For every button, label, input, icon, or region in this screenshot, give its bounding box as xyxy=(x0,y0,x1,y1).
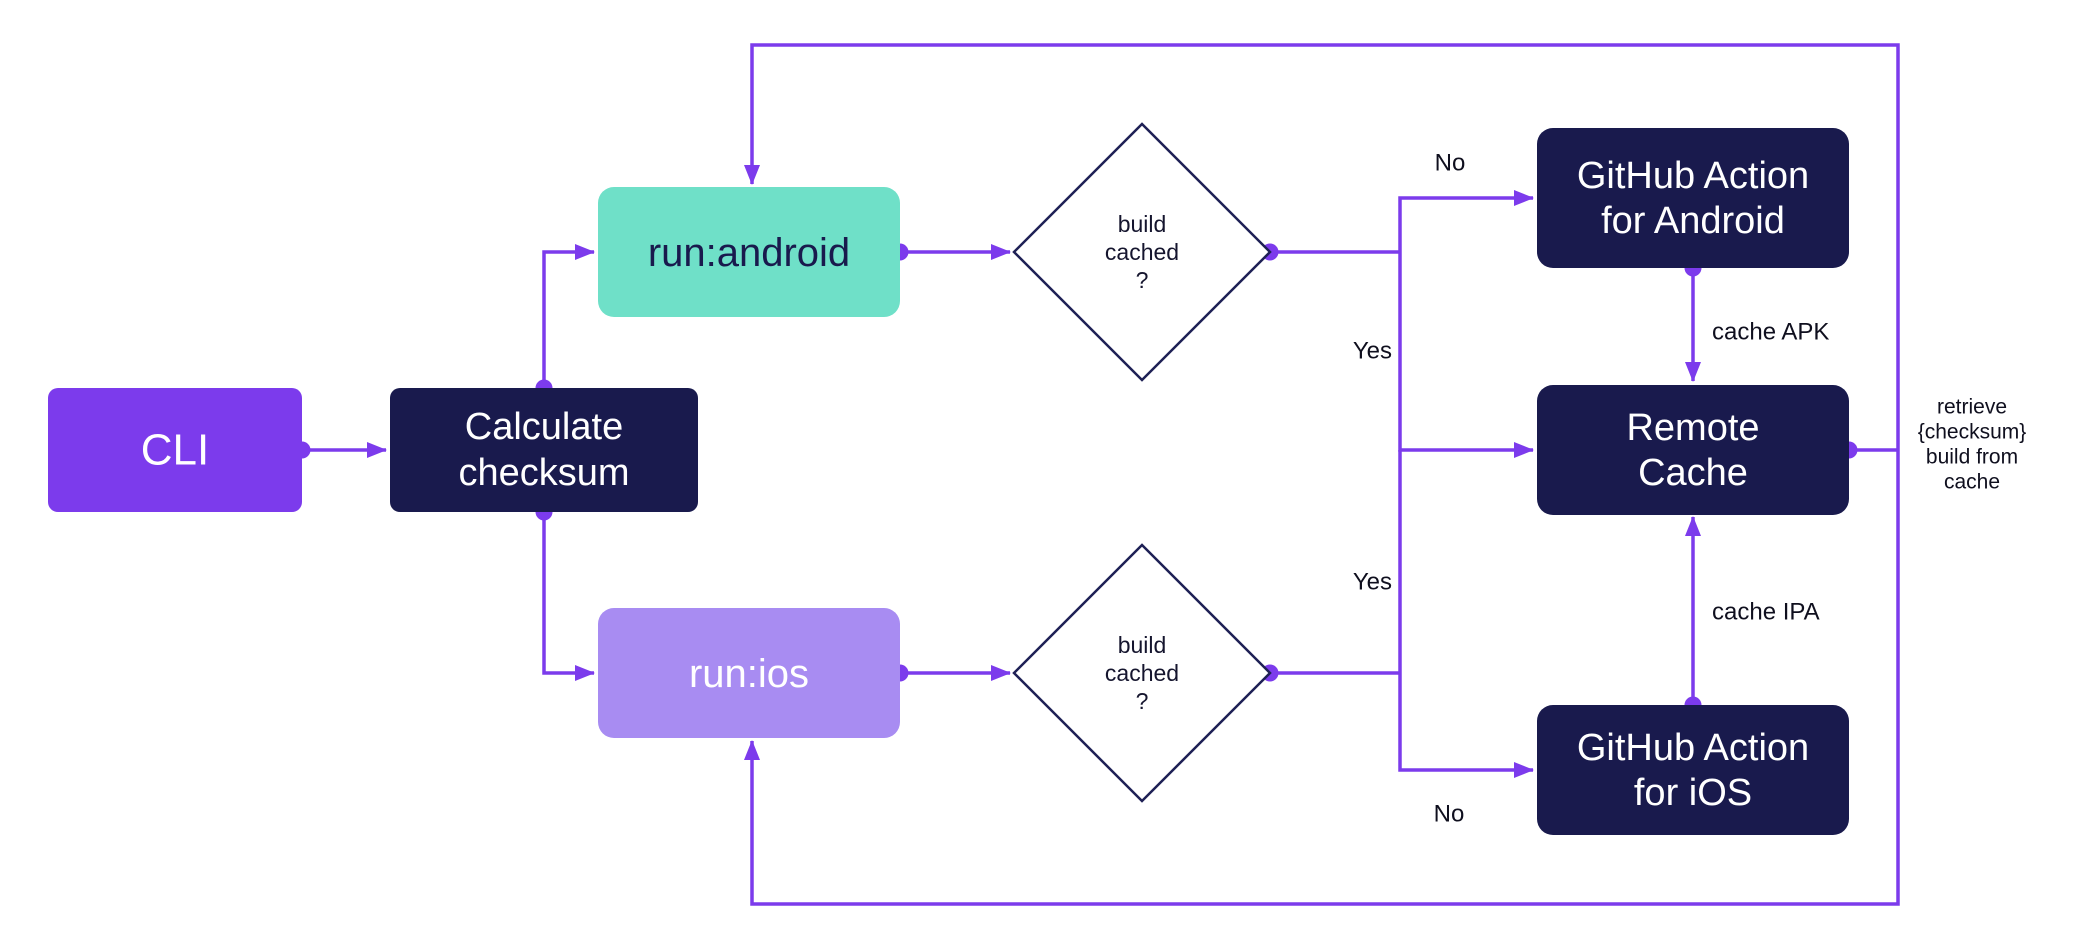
edge-checksum-to-run-ios xyxy=(542,512,595,681)
decision-diamond-android xyxy=(1012,122,1272,382)
node-run-ios-box xyxy=(598,608,900,738)
edge-loop-top-to-run-android xyxy=(744,43,1900,450)
node-github-action-ios-line1: GitHub Action xyxy=(1577,727,1809,769)
node-calculate-checksum-label-line2: checksum xyxy=(458,452,629,494)
node-remote-cache-box xyxy=(1537,385,1849,515)
decision-ios-line2: cached xyxy=(1105,660,1179,686)
decision-android-line2: cached xyxy=(1105,239,1179,265)
decision-android-line1: build xyxy=(1118,211,1167,237)
label-retrieve-line4: cache xyxy=(1944,471,2000,494)
decision-ios-line1: build xyxy=(1118,632,1167,658)
node-github-action-android: GitHub Action for Android xyxy=(1537,128,1849,268)
decision-android-line3: ? xyxy=(1136,267,1149,293)
edge-no-to-github-ios xyxy=(1398,673,1534,778)
node-run-ios: run:ios xyxy=(598,608,900,738)
node-run-android-label: run:android xyxy=(648,231,850,275)
node-remote-cache-line2: Cache xyxy=(1638,452,1748,494)
node-calculate-checksum: Calculate checksum xyxy=(390,388,698,512)
edge-checksum-to-run-android xyxy=(542,244,595,388)
label-yes-android: Yes xyxy=(1353,338,1392,365)
label-retrieve-line1: retrieve xyxy=(1937,396,2007,419)
label-no-ios: No xyxy=(1434,801,1465,828)
node-calculate-checksum-box xyxy=(390,388,698,512)
node-github-action-ios-box xyxy=(1537,705,1849,835)
node-remote-cache-line1: Remote xyxy=(1626,407,1759,449)
node-github-action-android-line1: GitHub Action xyxy=(1577,155,1809,197)
label-retrieve-line2: {checksum} xyxy=(1918,421,2027,444)
node-decision-build-cached-android: build cached ? xyxy=(1012,122,1272,382)
node-cli: CLI xyxy=(48,388,302,512)
decision-ios-line3: ? xyxy=(1136,688,1149,714)
edge-no-to-github-android xyxy=(1398,190,1534,252)
node-github-action-android-line2: for Android xyxy=(1601,200,1785,242)
node-remote-cache: Remote Cache xyxy=(1537,385,1849,515)
node-github-action-ios-line2: for iOS xyxy=(1634,772,1752,814)
edge-loop-bottom-to-run-ios xyxy=(744,450,1900,906)
label-no-android: No xyxy=(1435,150,1466,177)
node-run-ios-label: run:ios xyxy=(689,652,809,696)
node-cli-box xyxy=(48,388,302,512)
node-github-action-ios: GitHub Action for iOS xyxy=(1537,705,1849,835)
node-run-android: run:android xyxy=(598,187,900,317)
label-retrieve-line3: build from xyxy=(1926,446,2018,469)
decision-diamond-ios xyxy=(1012,543,1272,803)
node-github-action-android-box xyxy=(1537,128,1849,268)
label-yes-ios: Yes xyxy=(1353,569,1392,596)
node-cli-label: CLI xyxy=(141,426,209,475)
node-calculate-checksum-label-line1: Calculate xyxy=(465,406,623,448)
edge-yes-android-to-remote-cache xyxy=(1398,252,1534,458)
edge-labels: No Yes Yes No cache APK cache IPA retrie… xyxy=(1353,150,2026,828)
label-cache-ipa: cache IPA xyxy=(1712,599,1820,626)
node-run-android-box xyxy=(598,187,900,317)
label-retrieve-from-cache: retrieve {checksum} build from cache xyxy=(1918,396,2027,494)
node-decision-build-cached-ios: build cached ? xyxy=(1012,543,1272,803)
label-cache-apk: cache APK xyxy=(1712,319,1829,346)
